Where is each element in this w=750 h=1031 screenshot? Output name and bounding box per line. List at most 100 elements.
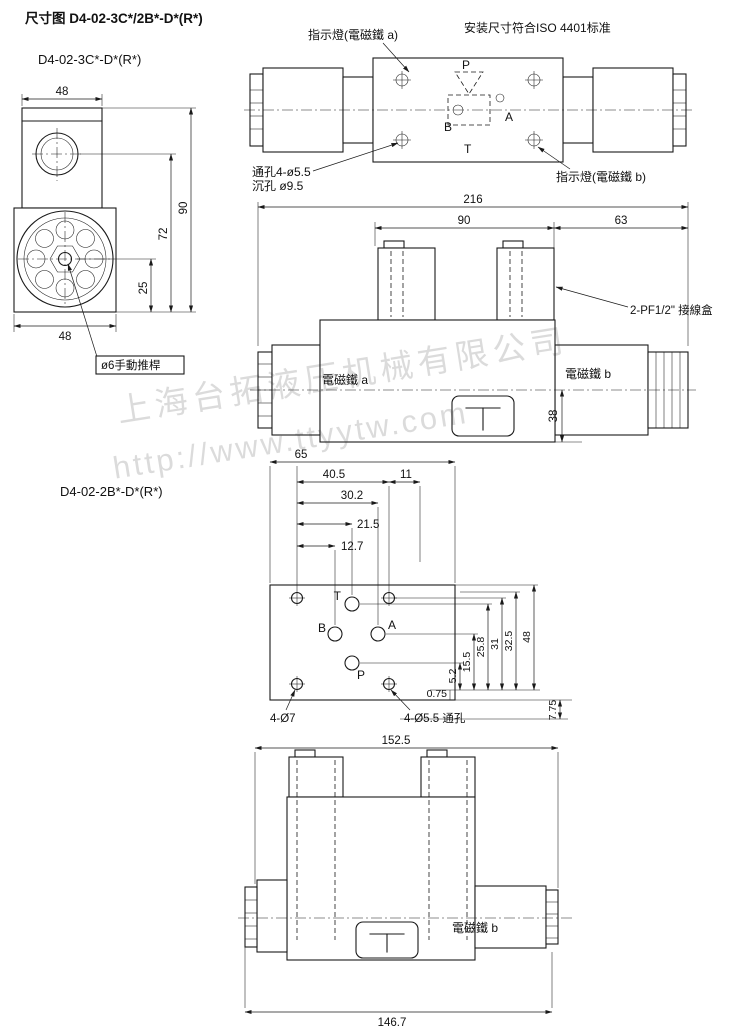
dim-width-bottom-48: 48 bbox=[13, 314, 117, 343]
dim-11: 11 bbox=[388, 469, 421, 562]
port-label-b-2b: B bbox=[318, 621, 326, 635]
right-extension-lines bbox=[360, 584, 572, 720]
dim-text-48-vert: 48 bbox=[521, 631, 533, 643]
dim-text-7-75: 7.75 bbox=[547, 700, 559, 721]
bolt-hole-callout: 4-Ø7 bbox=[270, 689, 296, 725]
tank-symbol-2b bbox=[355, 921, 419, 959]
dim-0-75: 0.75 bbox=[427, 688, 451, 700]
port-label-t: T bbox=[464, 142, 472, 156]
dim-25-8: 25.8 bbox=[475, 603, 491, 691]
mounting-holes bbox=[393, 71, 543, 149]
port-label-a-2b: A bbox=[388, 618, 396, 632]
gland-right bbox=[502, 240, 524, 249]
gland-left-2b bbox=[294, 749, 316, 758]
solenoid-a-label: 電磁鐵 a bbox=[322, 372, 368, 387]
dim-text-216: 216 bbox=[463, 194, 482, 206]
port-hole-2 bbox=[495, 93, 505, 103]
dim-text-40-5: 40.5 bbox=[323, 469, 345, 481]
dim-text-0-75: 0.75 bbox=[427, 688, 448, 700]
front-view-3c: 48 48 25 72 90 ø6手動推桿 bbox=[13, 86, 196, 375]
side-view-3c: 216 90 63 bbox=[250, 194, 713, 443]
dim-21-5: 21.5 bbox=[296, 519, 379, 595]
hidden-spool-outline bbox=[447, 94, 491, 126]
dim-text-152-5: 152.5 bbox=[382, 735, 411, 747]
dim-text-12-7: 12.7 bbox=[341, 541, 363, 553]
indicator-b-leader bbox=[537, 146, 571, 170]
dim-38: 38 bbox=[548, 389, 582, 443]
mounting-plate bbox=[269, 584, 456, 701]
dim-152-5: 152.5 bbox=[254, 735, 559, 888]
dim-text-65: 65 bbox=[295, 449, 308, 461]
dim-65: 65 bbox=[269, 449, 456, 583]
solenoid-b-cap-ribs-2b bbox=[546, 901, 558, 939]
indicator-a-leader bbox=[382, 42, 410, 73]
dim-height-90: 90 bbox=[102, 107, 196, 313]
dim-32-5: 32.5 bbox=[503, 591, 519, 691]
valve-body-side bbox=[319, 319, 556, 443]
through-hole-leader bbox=[312, 142, 399, 172]
dim-text-15-5: 15.5 bbox=[461, 652, 473, 673]
gland-left bbox=[383, 240, 405, 249]
iso-standard-note: 安装尺寸符合ISO 4401标准 bbox=[464, 20, 611, 35]
indicator-b-label: 指示燈(電磁鐵 b) bbox=[556, 169, 646, 184]
mount-holes-label: 4-Ø7 bbox=[270, 713, 296, 725]
dim-5-2: 5.2 bbox=[447, 662, 463, 691]
through-holes-label: 4-Ø5.5 通孔 bbox=[404, 712, 466, 725]
indicator-a-label: 指示燈(電磁鐵 a) bbox=[308, 27, 398, 42]
dim-text-90: 90 bbox=[178, 202, 190, 215]
through-hole-note-2: 沉孔 ø9.5 bbox=[252, 179, 304, 193]
port-label-p: P bbox=[462, 58, 470, 72]
dim-text-32-5: 32.5 bbox=[503, 631, 515, 652]
dim-146-7: 146.7 bbox=[244, 944, 553, 1029]
header: 尺寸图 D4-02-3C*/2B*-D*(R*) 安装尺寸符合ISO 4401标… bbox=[25, 10, 611, 499]
port-hole-1 bbox=[452, 104, 464, 116]
dim-31: 31 bbox=[489, 597, 505, 691]
dim-text-72: 72 bbox=[158, 228, 170, 241]
terminal-box-a bbox=[377, 247, 436, 321]
dim-text-5-2: 5.2 bbox=[447, 669, 459, 684]
top-view-3c: P A B T 指示燈(電磁鐵 a) 指示燈(電磁鐵 b) 通孔4-ø5.5 沉… bbox=[244, 27, 692, 193]
dim-30-2: 30.2 bbox=[296, 490, 379, 625]
dim-40-5: 40.5 bbox=[296, 466, 390, 590]
model-label-3c: D4-02-3C*-D*(R*) bbox=[38, 52, 141, 67]
dim-text-38: 38 bbox=[548, 410, 560, 423]
dim-text-48-top: 48 bbox=[56, 86, 69, 98]
dim-text-31: 31 bbox=[489, 638, 501, 650]
end-cap-left-ribs bbox=[250, 89, 263, 130]
dim-48-vert: 48 bbox=[521, 584, 537, 691]
override-block-2b bbox=[256, 879, 288, 953]
dim-text-48-bottom: 48 bbox=[59, 331, 72, 343]
mounting-view-2b: T B A P 65 40.5 11 30.2 21.5 bbox=[269, 449, 572, 725]
dim-height-72: 72 bbox=[80, 153, 176, 313]
junction-box-callout: 2-PF1/2" 接線盒 bbox=[555, 286, 713, 317]
terminal-box-hidden-lines bbox=[390, 251, 523, 317]
dim-height-25: 25 bbox=[77, 258, 156, 313]
model-label-2b: D4-02-2B*-D*(R*) bbox=[60, 484, 163, 499]
port-label-b: B bbox=[444, 120, 452, 134]
port-label-t-2b: T bbox=[334, 589, 342, 603]
through-hole-note-1: 通孔4-ø5.5 bbox=[252, 165, 311, 179]
port-label-p-2b: P bbox=[357, 668, 365, 682]
dim-width-top-48: 48 bbox=[21, 86, 103, 106]
hidden-lines-2b bbox=[296, 760, 468, 940]
solenoid-b-cap-2b bbox=[545, 889, 559, 945]
end-cap-right-ribs bbox=[673, 89, 686, 130]
port-label-a: A bbox=[505, 110, 513, 124]
junction-box-label: 2-PF1/2" 接線盒 bbox=[630, 303, 713, 317]
solenoid-b-2b bbox=[474, 885, 547, 949]
mounting-bolt-holes bbox=[289, 590, 397, 692]
dim-12-7: 12.7 bbox=[296, 541, 363, 625]
override-cap-ribs-2b bbox=[245, 899, 257, 940]
dim-text-11: 11 bbox=[400, 469, 412, 481]
manual-rod-label: ø6手動推桿 bbox=[101, 358, 161, 372]
solenoid-b-label-2b: 電磁鐵 b bbox=[452, 920, 498, 935]
solenoid-b-label: 電磁鐵 b bbox=[565, 366, 611, 381]
hidden-port-triangle bbox=[454, 71, 484, 95]
terminal-box-b bbox=[496, 247, 555, 321]
side-view-2b: 152.5 電磁鐵 b 146 bbox=[238, 735, 572, 1029]
tank-symbol bbox=[451, 395, 515, 437]
manual-rod-callout: ø6手動推桿 bbox=[67, 263, 185, 375]
page-title: 尺寸图 D4-02-3C*/2B*-D*(R*) bbox=[25, 10, 203, 26]
